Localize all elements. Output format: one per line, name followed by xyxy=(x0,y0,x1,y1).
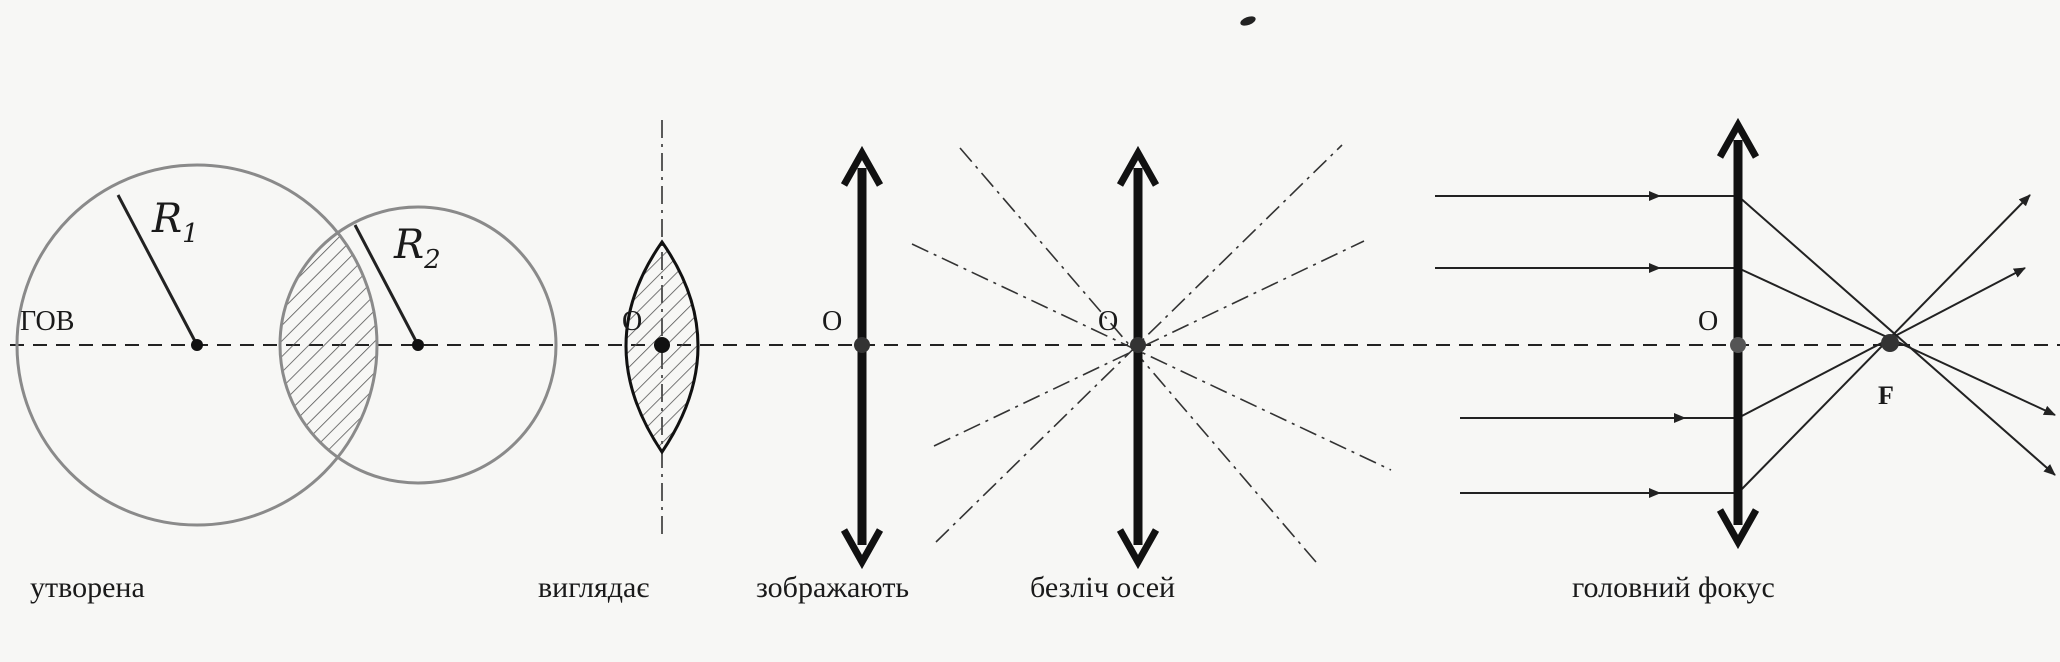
lens-top-arrowhead xyxy=(1116,145,1160,187)
secondary-axis-line xyxy=(933,240,1365,447)
focus-point-dot xyxy=(1881,334,1899,352)
lens-symbol-center-label: O xyxy=(822,306,842,337)
secondary-axis-line xyxy=(935,144,1343,543)
sphere-1-circle xyxy=(15,163,379,527)
secondary-axis-line xyxy=(911,243,1392,471)
sphere-2-circle xyxy=(278,205,558,485)
caption-looks: виглядає xyxy=(538,571,649,604)
radius-2-label: R2 xyxy=(393,222,441,275)
caption-depicted: зображають xyxy=(756,571,909,604)
many-axes-center-dot xyxy=(1130,337,1146,353)
lens-top-arrowhead xyxy=(1716,117,1760,159)
lens-bottom-arrowhead xyxy=(1116,528,1160,570)
lens-bottom-arrowhead xyxy=(1716,508,1760,550)
lens-center-label: O xyxy=(622,306,642,337)
caption-many-axes: безліч осей xyxy=(1030,571,1175,604)
radius-1-label: R1 xyxy=(151,196,199,249)
many-axes-center-label: O xyxy=(1098,306,1118,337)
optical-axis-label: ГОВ xyxy=(20,306,74,337)
radius-1-line xyxy=(116,194,199,346)
lens-symbol-bottom-arrowhead xyxy=(840,528,884,570)
radius-2-line xyxy=(353,224,420,346)
main-focus-lens-center-label: O xyxy=(1698,306,1718,337)
lens-symbol-panel: O зображають xyxy=(756,145,909,604)
sphere-1-center-dot xyxy=(191,339,203,351)
caption-formed: утворена xyxy=(30,571,145,604)
main-focus-lens-center-dot xyxy=(1730,337,1746,353)
lens-center-dot xyxy=(654,337,670,353)
many-axes-panel: O безліч осей xyxy=(911,144,1392,604)
scan-speck xyxy=(1240,16,1256,26)
sphere-2-center-dot xyxy=(412,339,424,351)
lens-symbol-center-dot xyxy=(854,337,870,353)
lens-symbol-top-arrowhead xyxy=(840,145,884,187)
lens-intersection-hatch-area xyxy=(280,207,377,483)
focus-label: F xyxy=(1878,381,1894,410)
caption-main-focus: головний фокус xyxy=(1572,571,1775,604)
two-spheres-panel: R1 R2 ГОВ утворена xyxy=(15,163,558,604)
main-focus-panel: O F головний фокус xyxy=(1435,117,2056,604)
lens-shape-panel: O виглядає xyxy=(538,120,700,604)
